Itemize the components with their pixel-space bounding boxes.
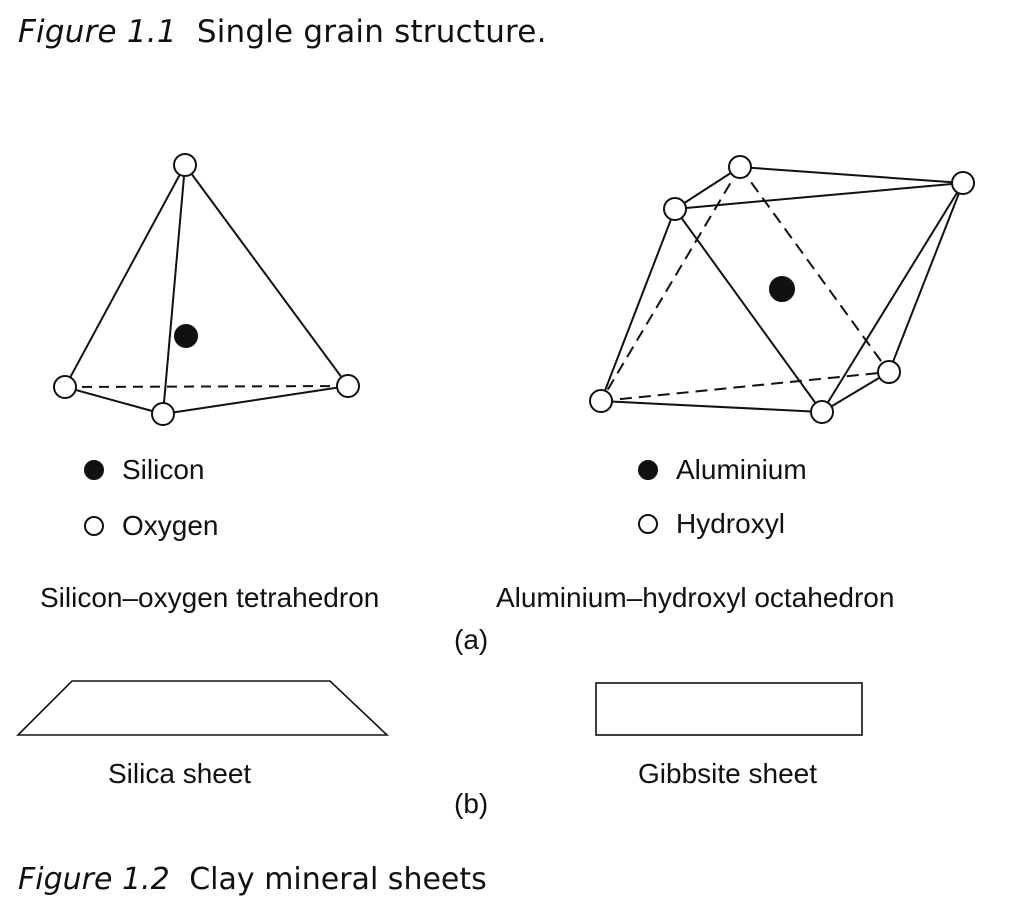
next-figure-title: Clay mineral sheets [189,862,487,897]
legend-label: Oxygen [122,510,219,541]
legend-label: Silicon [122,454,205,485]
legend-label: Aluminium [676,454,807,485]
next-figure-number: Figure 1.2 [18,862,170,897]
silica-sheet-title: Silica sheet [108,758,252,789]
silicon-oxygen-tetrahedron [64,164,349,415]
oxygen-atom [53,375,77,399]
figure-number: Figure 1.1 [18,14,177,50]
structure-diagram [16,153,975,736]
hydroxyl-atom [663,197,687,221]
tetra-edge [64,386,164,415]
octa-edge [674,166,741,210]
silicon-atom [174,324,198,348]
filled-circle-icon [638,460,658,480]
oxygen-atom [151,402,175,426]
tetra-edge [184,164,349,387]
oxygen-atom [336,374,360,398]
legend-label: Hydroxyl [676,508,785,539]
tetra-edge [162,385,349,415]
legend-hydroxyl: Hydroxyl [638,510,785,538]
figure-title: Single grain structure. [196,14,547,50]
tetrahedron-title: Silicon–oxygen tetrahedron [40,582,380,613]
hydroxyl-atom [877,360,901,384]
octa-edge [674,208,823,413]
octa-hidden-edge [600,371,890,402]
hydroxyl-atom [589,389,613,413]
octa-edge [888,182,964,373]
oxygen-atom [173,153,197,177]
legend-aluminium: Aluminium [638,456,807,484]
gibbsite-sheet-shape [595,682,863,736]
octa-edge [739,166,964,184]
open-circle-icon [638,514,658,534]
octa-atoms [589,155,975,424]
octa-edge [821,182,964,413]
tetra-edge [64,164,186,388]
octa-hidden-edge [739,166,890,373]
hydroxyl-atom [951,171,975,195]
aluminium-hydroxyl-octahedron [600,166,964,413]
gibbsite-sheet-title: Gibbsite sheet [638,758,817,789]
tetra-atoms [53,153,360,426]
octa-edge [821,371,890,413]
silica-sheet-shape [16,680,390,736]
tetra-hidden-edge [64,385,349,388]
hydroxyl-atom [728,155,752,179]
figure-caption: Figure 1.1 Single grain structure. [18,14,547,50]
open-circle-icon [84,516,104,536]
octa-edge [600,208,676,402]
tetra-edge [162,164,186,415]
aluminium-atom [769,276,795,302]
hydroxyl-atom [810,400,834,424]
octa-hidden-edge [600,166,741,402]
octa-edge [600,400,823,413]
octa-edge [674,182,964,210]
filled-circle-icon [84,460,104,480]
legend-oxygen: Oxygen [84,512,219,540]
octahedron-title: Aluminium–hydroxyl octahedron [496,582,895,613]
part-a-label: (a) [454,624,489,655]
legend-silicon: Silicon [84,456,204,484]
next-figure-caption: Figure 1.2 Clay mineral sheets [18,862,487,897]
part-b-label: (b) [454,788,489,819]
